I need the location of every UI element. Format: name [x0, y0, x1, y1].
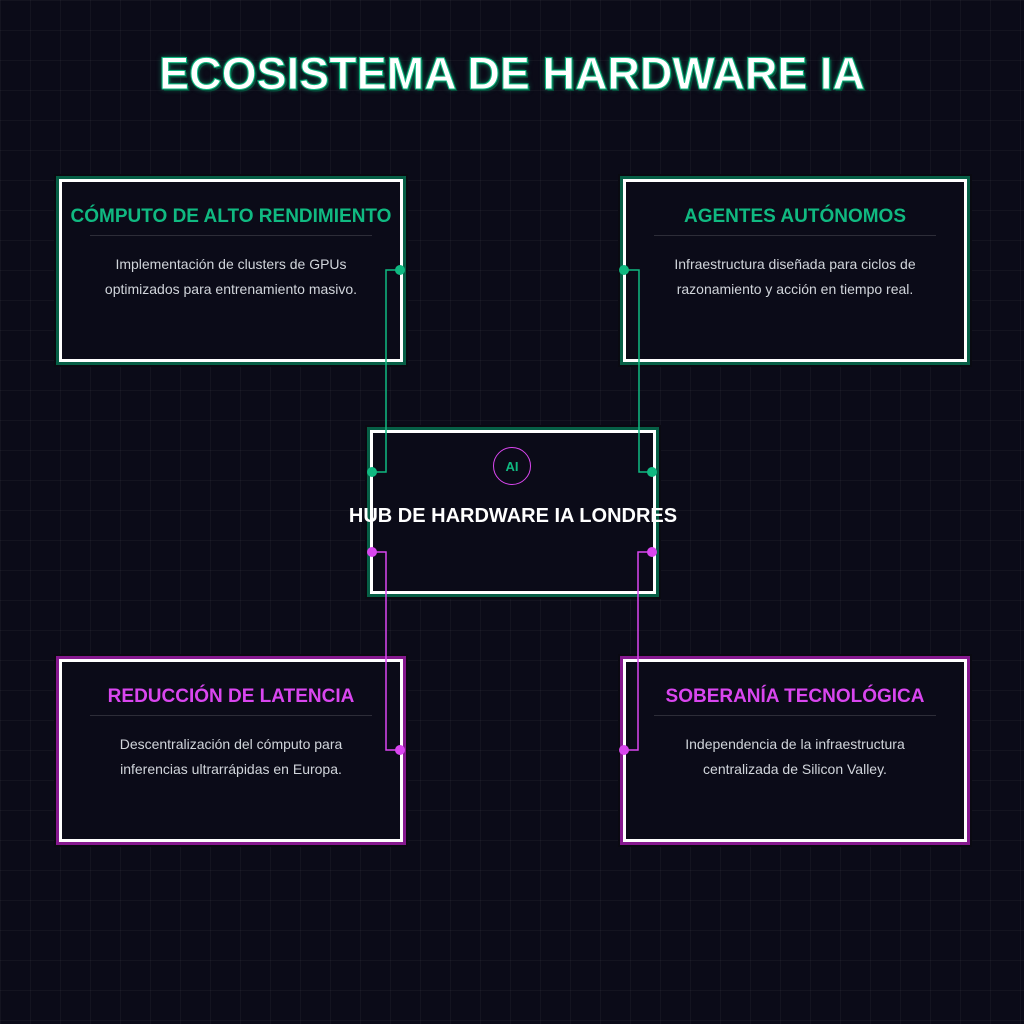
card-description: Descentralización del cómputo para infer… [119, 736, 343, 777]
card-divider [90, 715, 372, 716]
card-title: SOBERANÍA TECNOLÓGICA [665, 686, 925, 707]
card-title: CÓMPUTO DE ALTO RENDIMIENTO [70, 206, 392, 227]
card-title: AGENTES AUTÓNOMOS [683, 206, 907, 227]
card-high-performance-computing: CÓMPUTO DE ALTO RENDIMIENTO Implementaci… [59, 179, 403, 362]
card-autonomous-agents: AGENTES AUTÓNOMOS Infraestructura diseña… [623, 179, 967, 362]
hub-title: HUB DE HARDWARE IA LONDRES [348, 505, 678, 527]
hub-node: AI HUB DE HARDWARE IA LONDRES [349, 430, 677, 594]
card-divider [654, 235, 936, 236]
page-title: ECOSISTEMA DE HARDWARE IA [159, 48, 866, 100]
card-divider [654, 715, 936, 716]
card-description: Infraestructura diseñada para ciclos de … [674, 256, 916, 297]
card-technological-sovereignty: SOBERANÍA TECNOLÓGICA Independencia de l… [623, 659, 967, 842]
card-latency-reduction: REDUCCIÓN DE LATENCIA Descentralización … [59, 659, 403, 842]
card-divider [90, 235, 372, 236]
card-title: REDUCCIÓN DE LATENCIA [107, 686, 355, 707]
ai-badge-icon: AI [493, 447, 531, 485]
card-description: Independencia de la infraestructura cent… [685, 736, 905, 777]
card-description: Implementación de clusters de GPUs optim… [104, 256, 358, 297]
